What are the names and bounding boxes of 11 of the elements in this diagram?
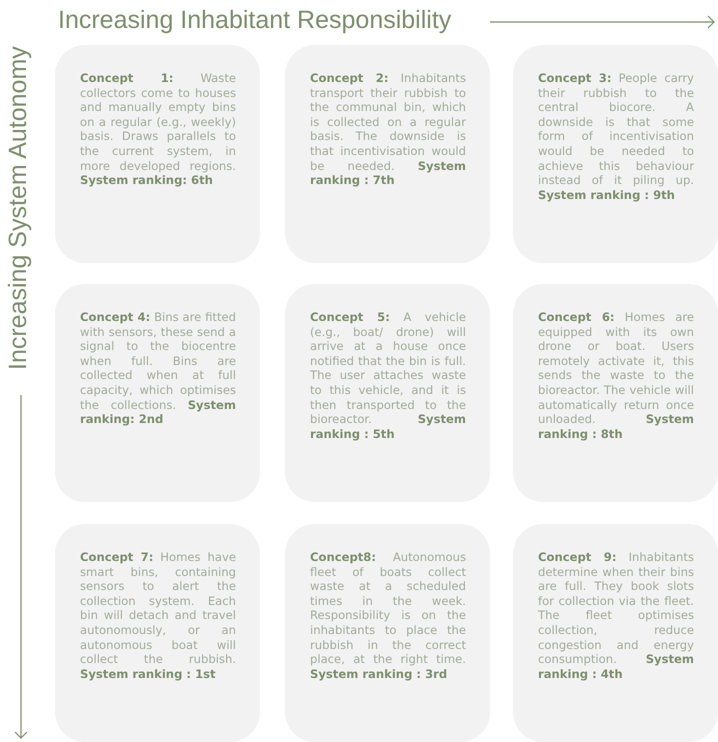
concept-description: Concept8: Autonomous fleet of boats collect waste at a scheduled times in the week. Responsibility is on the inhabitants to place the rubbish in the correct place, at the right time. System ranking : 3rd	[310, 550, 466, 682]
concept-description: Concept 4: Bins are fitted with sensors, these send a signal to the biocentre when full. Bins are collected when at full capacity, which optimises the collections. System ranking: 2nd	[80, 310, 236, 427]
concept-description: Concept 6: Homes are equipped with its own drone or boat. Users remotely activate it, this sends the waste to the bioreactor. The vehicle will automatically return once unloaded. System ranking : 8th	[538, 310, 694, 442]
axis-label: Increasing Inhabitant Responsibility	[58, 6, 452, 35]
concept-description: Concept 3: People carry their rubbish to the central biocore. A downside is that some form of incentivisation would be needed to achieve this behaviour instead of it piling up. System ranking : 9th	[538, 71, 694, 202]
concept-description: Concept 2: Inhabitants transport their rubbish to the communal bin, which is collected on a regular basis. The downside is that incentivisation would be needed. System ranking : 7th	[310, 71, 466, 188]
concept-description: Concept 7: Homes have smart bins, containing sensors to alert the collection system. Each bin will detach and travel autonomously, or an autonomous boat will collect the rubbish. System ranking : 1st	[80, 550, 236, 682]
concept-description: Concept 9: Inhabitants determine when their bins are full. They book slots for collection via the fleet. The fleet optimises collection, reduce congestion and energy consumption. System ranking : 4th	[538, 550, 694, 682]
axis-label: Increasing System Autonomy	[4, 46, 33, 370]
concept-description: Concept 5: A vehicle (e.g., boat/ drone) will arrive at a house once notified that the bin is full. The user attaches waste to this vehicle, and it is then transported to the bioreactor. System ranking : 5th	[310, 310, 466, 442]
concept-description: Concept 1: Waste collectors come to houses and manually empty bins on a regular (e.g., weekly) basis. Draws parallels to the current system, in more developed regions. System ranking: 6th	[80, 71, 236, 188]
